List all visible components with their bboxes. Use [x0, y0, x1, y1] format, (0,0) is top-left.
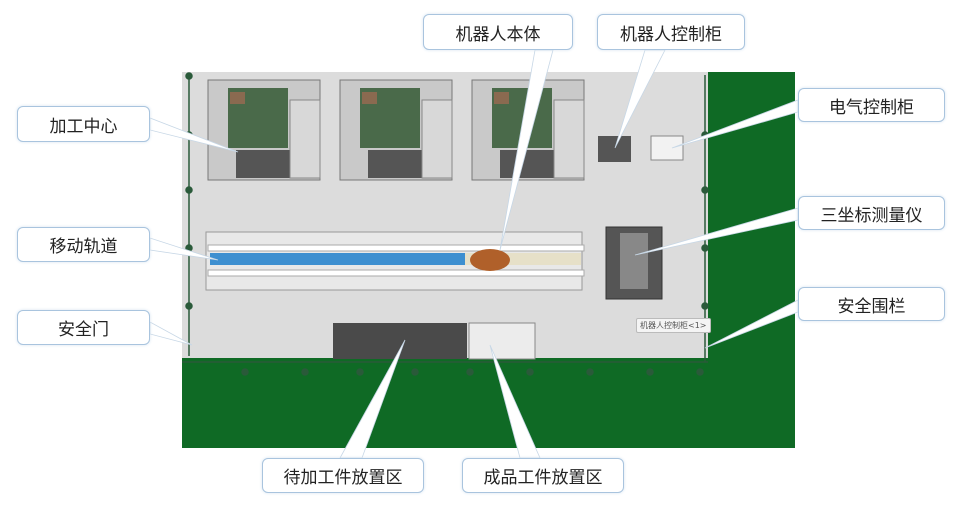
outer-green-bottom — [182, 358, 795, 448]
machining-center-2 — [339, 79, 453, 181]
label-finished-part-area: 成品工件放置区 — [462, 458, 624, 493]
label-cmm: 三坐标测量仪 — [798, 196, 945, 230]
machining-center-1 — [207, 79, 321, 181]
label-safety-door: 安全门 — [17, 310, 150, 345]
robot-control-cabinet — [598, 136, 631, 162]
label-robot-body: 机器人本体 — [423, 14, 573, 50]
finished-part-area — [468, 322, 536, 360]
label-electrical-cabinet: 电气控制柜 — [798, 88, 945, 122]
label-moving-track: 移动轨道 — [17, 227, 150, 262]
label-machining-center: 加工中心 — [17, 106, 150, 142]
electrical-control-cabinet — [650, 135, 684, 161]
callout-lines — [149, 49, 799, 459]
tooltip: 机器人控制柜<1> — [636, 318, 711, 333]
safety-fence — [182, 72, 709, 376]
robot-body — [470, 249, 510, 271]
moving-track — [205, 231, 585, 291]
label-raw-part-area: 待加工件放置区 — [262, 458, 424, 493]
label-safety-fence: 安全围栏 — [798, 287, 945, 321]
label-robot-control-cabinet: 机器人控制柜 — [597, 14, 745, 50]
